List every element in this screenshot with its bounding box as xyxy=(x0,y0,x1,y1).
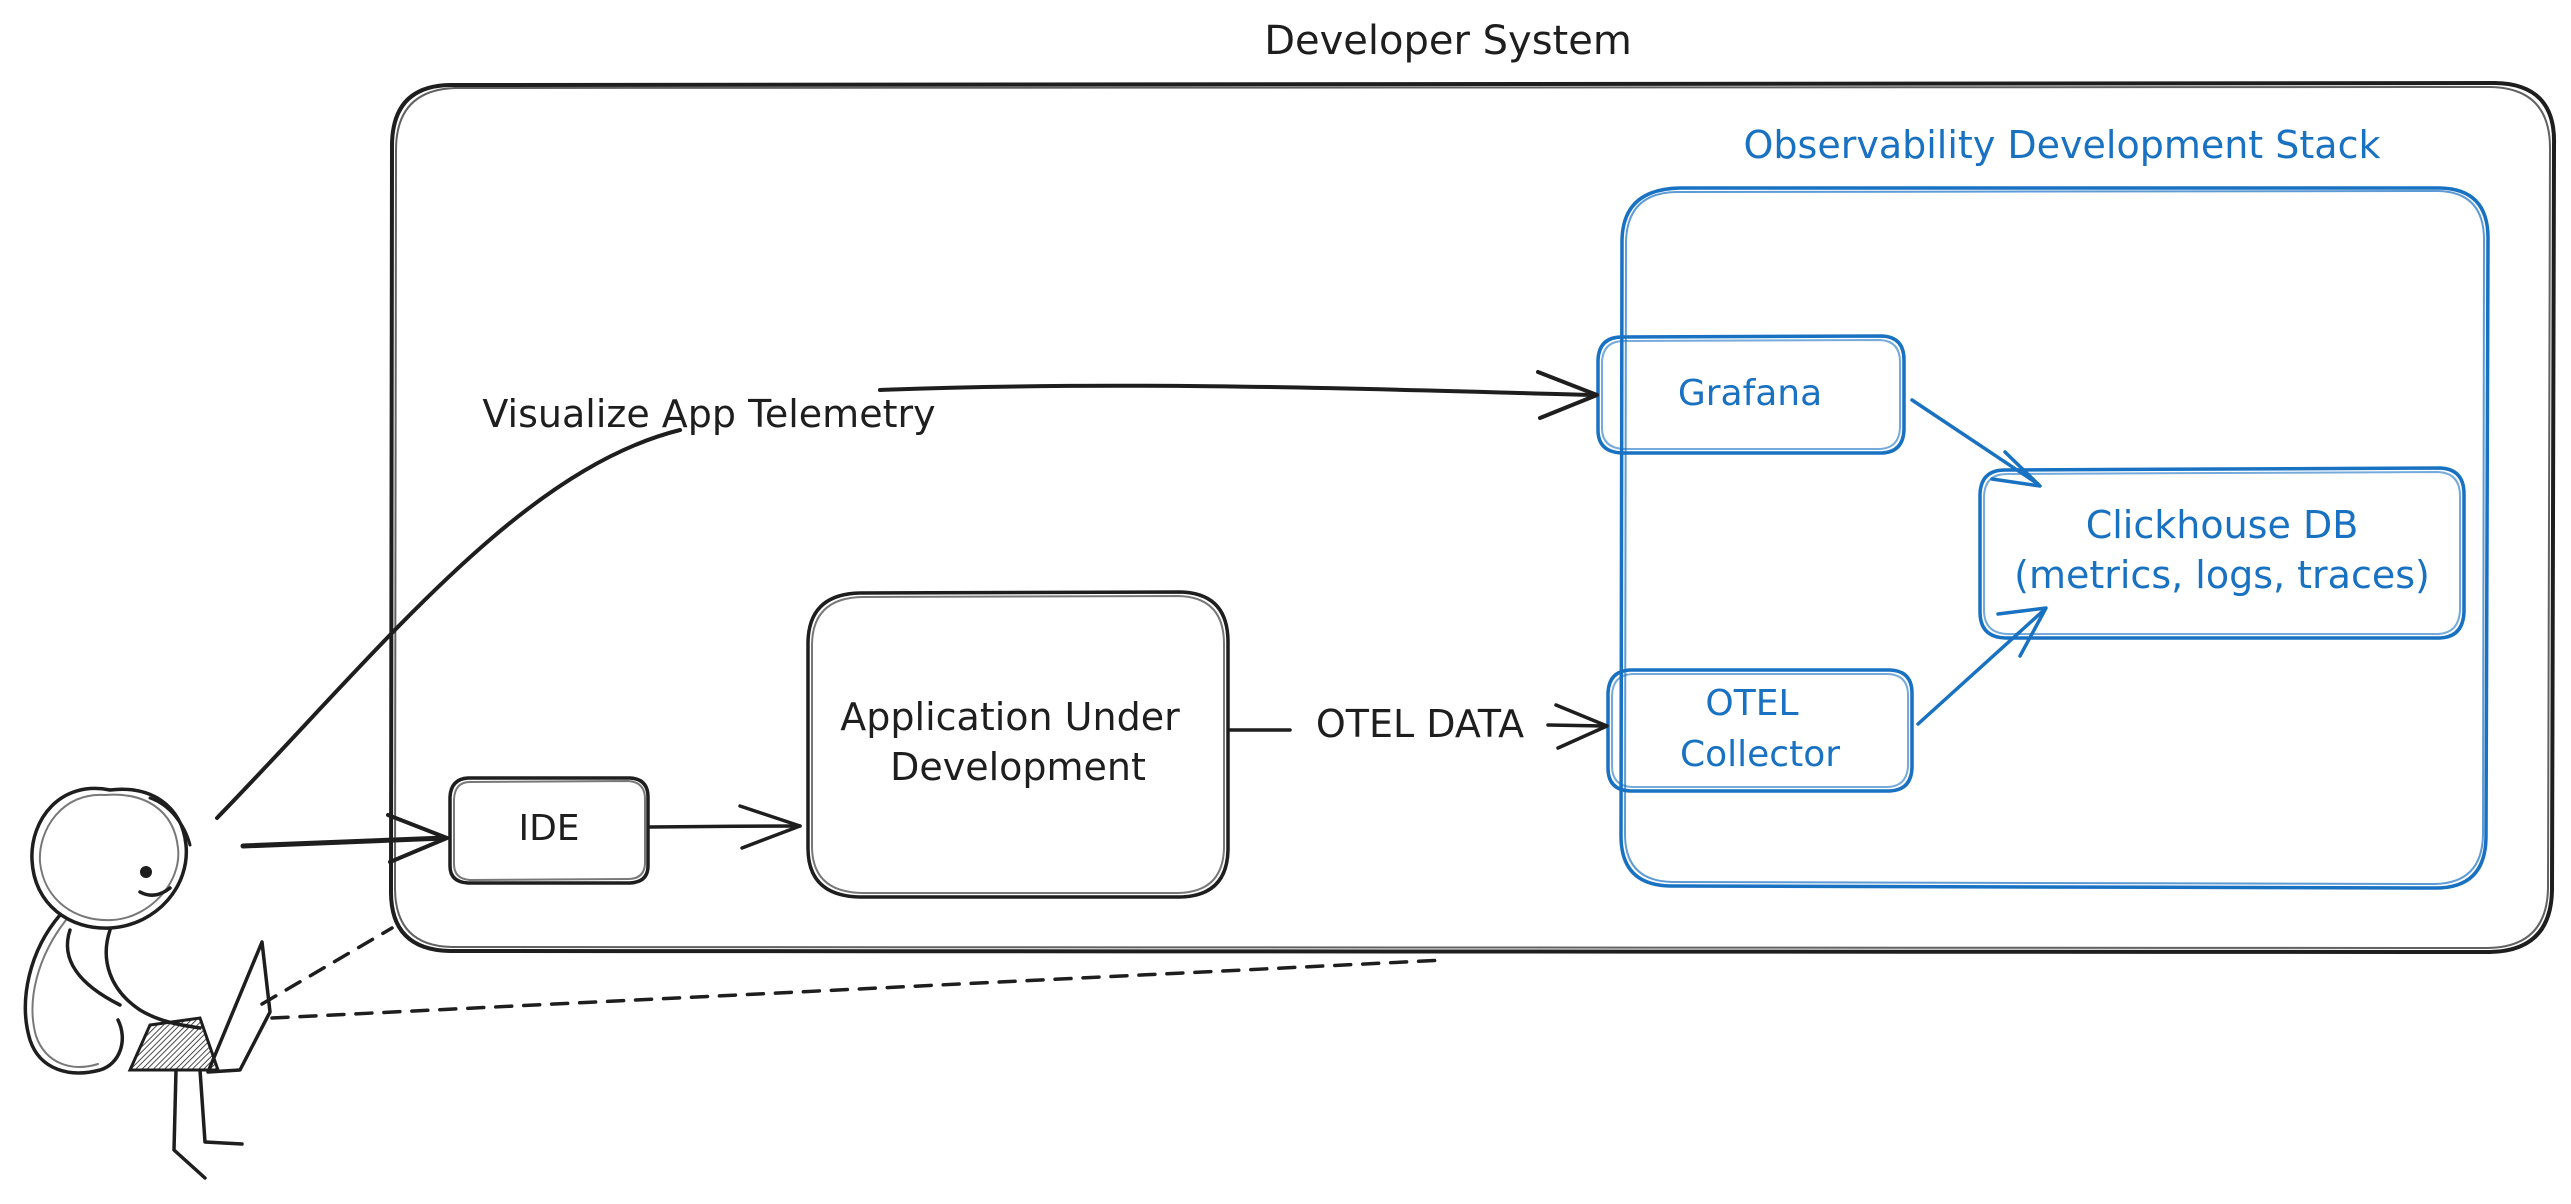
grafana-node: Grafana xyxy=(1596,334,1906,455)
otel-collector-node: OTEL Collector xyxy=(1606,668,1914,793)
otel-data-label: OTEL DATA xyxy=(1316,702,1524,746)
observability-stack-title: Observability Development Stack xyxy=(1744,123,2381,167)
observability-stack-container: Observability Development Stack xyxy=(1619,123,2490,890)
developer-system-title: Developer System xyxy=(1264,18,1632,64)
otel-collector-label-line1: OTEL xyxy=(1705,683,1798,724)
clickhouse-label-line2: (metrics, logs, traces) xyxy=(2014,553,2430,597)
visualize-telemetry-label: Visualize App Telemetry xyxy=(482,392,935,436)
arrow-developer-to-ide xyxy=(240,813,449,864)
arrow-otel-to-clickhouse xyxy=(1916,606,2048,726)
developer-figure-icon xyxy=(23,786,272,1180)
laptop-view-dashed-lines xyxy=(260,926,1447,1020)
clickhouse-node: Clickhouse DB (metrics, logs, traces) xyxy=(1978,466,2466,640)
application-label-line2: Development xyxy=(890,745,1146,789)
application-label-line1: Application Under xyxy=(840,695,1180,739)
application-node: Application Under Development xyxy=(806,590,1230,899)
arrow-grafana-to-clickhouse xyxy=(1910,398,2042,488)
ide-label: IDE xyxy=(518,808,579,849)
developer-system-container: Developer System xyxy=(388,18,2557,954)
arrow-ide-to-application xyxy=(648,804,802,850)
ide-node: IDE xyxy=(448,776,650,885)
otel-collector-label-line2: Collector xyxy=(1680,734,1840,775)
grafana-label: Grafana xyxy=(1678,373,1822,414)
arrow-application-to-otel: OTEL DATA xyxy=(1228,702,1609,750)
arrow-visualize-to-grafana: Visualize App Telemetry xyxy=(215,370,1599,820)
clickhouse-label-line1: Clickhouse DB xyxy=(2086,503,2359,547)
